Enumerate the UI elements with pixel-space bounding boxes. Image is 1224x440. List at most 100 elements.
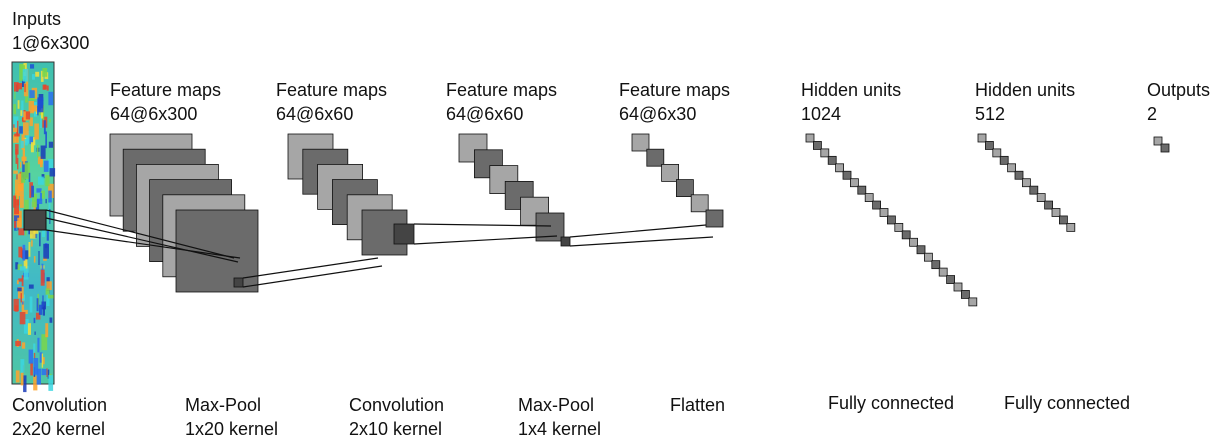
heatmap-cell [46,85,49,91]
pool2-map [631,133,650,152]
heatmap-cell [29,182,33,198]
pool1-conv-window [393,223,415,245]
heatmap-cell [40,160,43,168]
heatmap-cell [41,353,44,368]
heatmap-cell [35,71,40,77]
heatmap-cell [20,359,25,373]
heatmap-cell [30,226,36,239]
pool2-map [661,163,679,182]
hidden2-unit [1022,178,1031,188]
heatmap-cell [29,296,33,313]
connection-lines [45,209,714,288]
hidden1-unit [857,185,867,195]
heatmap-cell [13,104,17,115]
hidden1-unit [894,222,904,232]
heatmap-cell [49,119,51,123]
heatmap-cell [31,193,37,208]
heatmap-cell [30,142,34,153]
heatmap-cell [31,240,33,247]
heatmap-cell [32,74,35,80]
heatmap-cell [17,264,22,270]
hidden2-unit [1066,222,1076,232]
heatmap-cell [14,305,19,312]
hidden2-unit [1059,215,1068,225]
conv1-connection-line [45,229,241,259]
layer-6-title: Hidden units [975,80,1076,100]
pool2-connection-line [569,224,707,238]
input-title: Inputs [12,9,62,29]
hidden2-unit [985,141,994,150]
heatmap-cell [28,349,34,364]
heatmap-cell [22,139,28,146]
heatmap-cell [15,370,20,383]
conv1-pool-window [233,277,244,288]
heatmap-cell [39,193,42,201]
heatmap-cell [16,190,19,200]
heatmap-cell [14,179,19,197]
heatmap-cell [16,174,18,180]
heatmap-cell [20,140,24,148]
heatmap-cell [39,352,43,363]
heatmap-cell [22,79,25,87]
heatmap-cell [20,372,24,386]
hidden1-unit [842,170,852,180]
heatmap-cell [20,293,22,303]
op-4-name: Max-Pool [518,395,595,415]
heatmap-cell [13,124,15,128]
heatmap-cell [13,116,19,128]
hidden2-unit [1029,185,1039,195]
heatmap-cell [24,199,29,217]
op-3-detail: 2x10 kernel [349,419,443,439]
heatmap-cell [45,131,47,149]
heatmap-cell [28,242,31,257]
op-5-name: Flatten [670,395,726,415]
hidden1-unit [813,141,822,150]
heatmap-cell [40,113,42,128]
hidden1-unit [968,297,978,307]
heatmap-cell [48,375,54,391]
heatmap-cell [34,331,36,335]
heatmap-cell [40,70,44,82]
heatmap-cell [14,199,19,215]
op-4-detail: 1x4 kernel [518,419,602,439]
heatmap-cell [14,88,16,100]
heatmap-cell [31,185,34,198]
heatmap-cell [33,317,36,324]
layer-3-shape: 64@6x60 [446,104,524,124]
heatmap-cell [21,342,26,349]
output-unit [1153,136,1163,146]
heatmap-cell [22,148,25,165]
heatmap-cell [23,319,29,334]
heatmap-cell [38,251,40,265]
heatmap-cell [47,294,54,299]
heatmap-cell [41,368,47,376]
pool2-map [676,179,694,198]
layer-4-title: Feature maps [619,80,731,100]
heatmap-cell [43,257,47,261]
heatmap-cell [36,188,42,193]
hidden1-unit [864,193,874,203]
heatmap-cell [34,351,36,359]
hidden2-unit [1044,200,1053,210]
heatmap-cell [15,340,21,347]
heatmap-cell [23,83,29,97]
hidden1-unit [850,178,859,188]
heatmap-cell [37,337,40,353]
hidden2-unit [1051,208,1061,217]
layer-2-title: Feature maps [276,80,388,100]
input-heatmap [11,61,56,393]
heatmap-cell [48,190,52,203]
heatmap-cell [28,284,34,289]
heatmap-cell [35,199,40,215]
input-shape: 1@6x300 [12,33,90,53]
hidden1-unit [835,163,844,173]
heatmap-cell [18,184,23,191]
conv1-connection-line [45,209,235,259]
heatmap-cell [33,358,39,375]
heatmap-cell [43,120,46,135]
heatmap-cell [20,172,26,183]
heatmap-cell [43,160,49,172]
heatmap-cell [22,69,28,82]
heatmap-cell [37,97,44,113]
